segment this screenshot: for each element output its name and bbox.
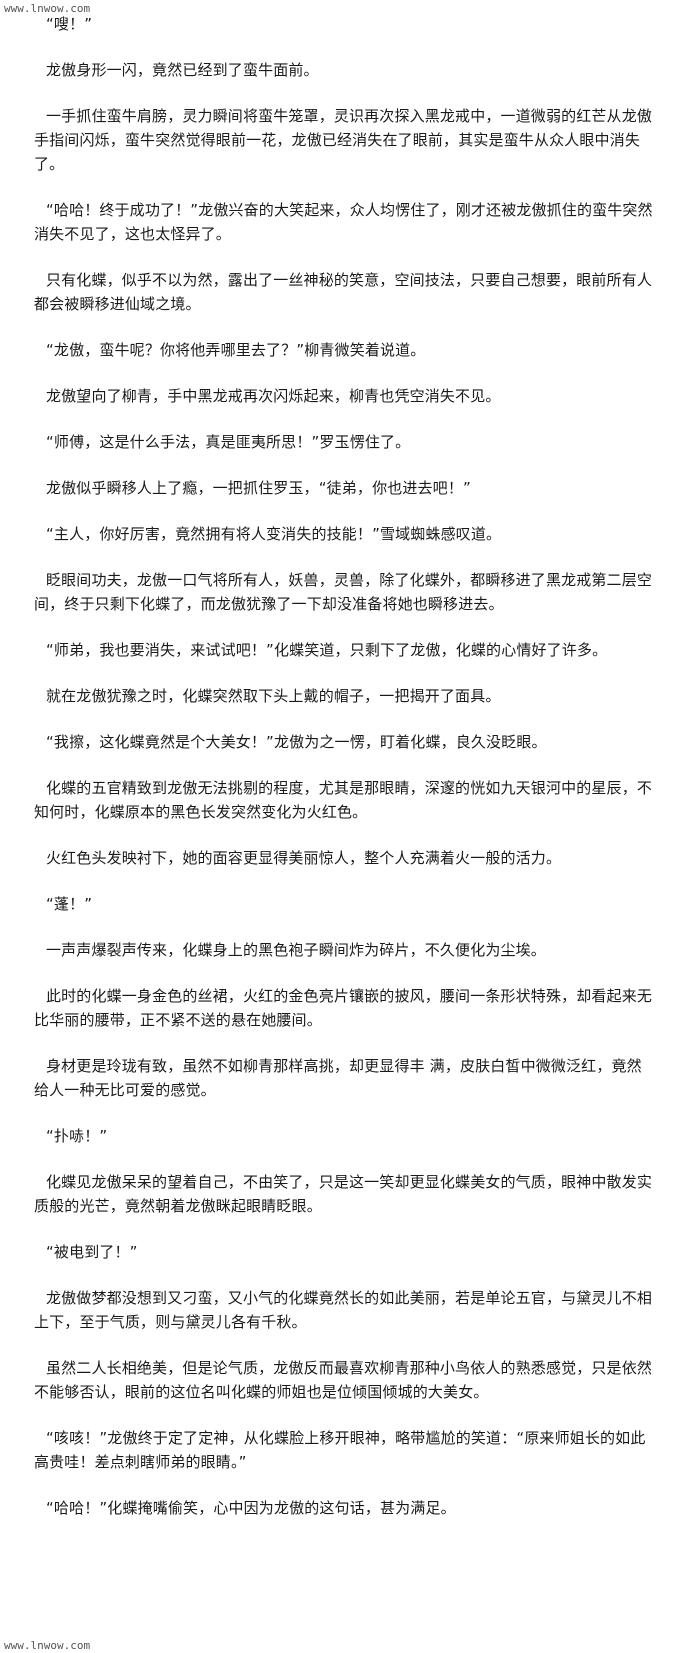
paragraph: “龙傲，蛮牛呢？你将他弄哪里去了？”柳青微笑着说道。	[46, 341, 426, 359]
paragraph: “主人，你好厉害，竟然拥有将人变消失的技能！”雪域蜘蛛感叹道。	[46, 525, 502, 543]
paragraph: “师傅，这是什么手法，真是匪夷所思！”罗玉愣住了。	[46, 433, 411, 451]
watermark-bottom: www.lnwow.com	[4, 1639, 91, 1652]
paragraph: “师弟，我也要消失，来试试吧！”化蝶笑道，只剩下了龙傲，化蝶的心情好了许多。	[46, 641, 608, 659]
paragraph: 虽然二人长相绝美，但是论气质，龙傲反而最喜欢柳青那种小鸟依人的熟悉感觉，只是依然…	[34, 1359, 653, 1401]
paragraph: 龙傲似乎瞬移人上了瘾，一把抓住罗玉，“徒弟，你也进去吧！”	[46, 479, 471, 497]
paragraph: 眨眼间功夫，龙傲一口气将所有人，妖兽，灵兽，除了化蝶外，都瞬移进了黑龙戒第二层空…	[34, 571, 653, 613]
paragraph: 化蝶见龙傲呆呆的望着自己，不由笑了，只是这一笑却更显化蝶美女的气质，眼神中散发实…	[34, 1173, 653, 1215]
watermark-top: www.lnwow.com	[4, 2, 91, 15]
paragraph: “嗖！”	[46, 15, 93, 33]
paragraph: 一手抓住蛮牛肩膀，灵力瞬间将蛮牛笼罩，灵识再次探入黑龙戒中，一道微弱的红芒从龙傲…	[34, 107, 653, 173]
article-body: “嗖！” 龙傲身形一闪，竟然已经到了蛮牛面前。 一手抓住蛮牛肩膀，灵力瞬间将蛮牛…	[0, 12, 680, 1520]
paragraph: 龙傲望向了柳青，手中黑龙戒再次闪烁起来，柳青也凭空消失不见。	[46, 387, 501, 405]
paragraph: 龙傲做梦都没想到又刁蛮，又小气的化蝶竟然长的如此美丽，若是单论五官，与黛灵儿不相…	[34, 1289, 653, 1331]
paragraph: “哈哈！”化蝶掩嘴偷笑，心中因为龙傲的这句话，甚为满足。	[46, 1499, 456, 1517]
paragraph: “被电到了！”	[46, 1243, 138, 1261]
paragraph: 身材更是玲珑有致，虽然不如柳青那样高挑，却更显得丰 满，皮肤白皙中微微泛红，竟然…	[34, 1057, 642, 1099]
paragraph: “我擦，这化蝶竟然是个大美女！”龙傲为之一愣，盯着化蝶，良久没眨眼。	[46, 733, 547, 751]
paragraph: “蓬！”	[46, 895, 93, 913]
paragraph: 此时的化蝶一身金色的丝裙，火红的金色亮片镶嵌的披风，腰间一条形状特殊，却看起来无…	[34, 987, 653, 1029]
paragraph: “扑哧！”	[46, 1127, 108, 1145]
paragraph: 就在龙傲犹豫之时，化蝶突然取下头上戴的帽子，一把揭开了面具。	[46, 687, 501, 705]
paragraph: 化蝶的五官精致到龙傲无法挑剔的程度，尤其是那眼睛，深邃的恍如九天银河中的星辰，不…	[34, 779, 653, 821]
paragraph: 龙傲身形一闪，竟然已经到了蛮牛面前。	[46, 61, 319, 79]
paragraph: 火红色头发映衬下，她的面容更显得美丽惊人，整个人充满着火一般的活力。	[46, 849, 562, 867]
paragraph: “咳咳！”龙傲终于定了定神，从化蝶脸上移开眼神，略带尴尬的笑道：“原来师姐长的如…	[34, 1429, 646, 1471]
paragraph: “哈哈！终于成功了！”龙傲兴奋的大笑起来，众人均愣住了，刚才还被龙傲抓住的蛮牛突…	[34, 201, 653, 243]
paragraph: 一声声爆裂声传来，化蝶身上的黑色袍子瞬间炸为碎片，不久便化为尘埃。	[46, 941, 546, 959]
paragraph: 只有化蝶，似乎不以为然，露出了一丝神秘的笑意，空间技法，只要自己想要，眼前所有人…	[34, 271, 653, 313]
